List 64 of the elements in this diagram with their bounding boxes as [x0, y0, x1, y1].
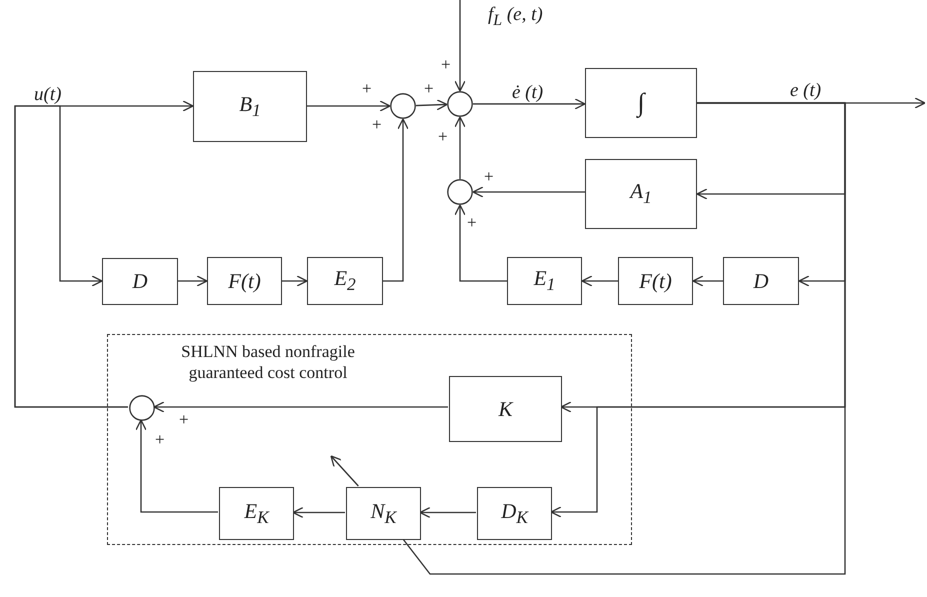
block-label: A$_{1}$ [630, 179, 652, 209]
summing-junction [390, 93, 416, 119]
sign-label: + [438, 128, 448, 145]
arrow [473, 98, 586, 110]
transfer-block [102, 258, 178, 305]
block-label: E$_{2}$ [334, 266, 356, 296]
signal-label: ė (t) [512, 82, 544, 104]
sign-label: + [155, 431, 165, 448]
transfer-block [618, 257, 693, 305]
arrow [14, 105, 128, 408]
arrow [178, 275, 208, 287]
controller-group-frame [107, 334, 632, 545]
arrow [383, 118, 409, 282]
transfer-block [585, 159, 697, 229]
arrow [330, 455, 359, 486]
block-label: N$_{K}$ [370, 498, 396, 528]
arrow [419, 506, 476, 518]
sign-label: + [467, 214, 477, 231]
arrow [581, 275, 618, 287]
sign-label: + [362, 80, 372, 97]
transfer-block [307, 257, 383, 305]
arrow [416, 99, 448, 110]
arrow [292, 506, 345, 518]
block-label: D$_{K}$ [501, 498, 528, 528]
transfer-block [219, 487, 294, 540]
arrow [307, 100, 391, 112]
sign-label: + [484, 168, 494, 185]
block-label: ∫ [637, 88, 645, 118]
transfer-block [477, 487, 552, 540]
arrow [454, 0, 466, 92]
block-label: F(t) [639, 268, 672, 294]
signal-label: u(t) [34, 84, 62, 106]
arrow [454, 116, 466, 179]
transfer-block [193, 71, 307, 142]
arrow [454, 204, 507, 282]
block-label: D [753, 268, 769, 294]
arrow [472, 186, 585, 198]
transfer-block [723, 257, 799, 305]
signal-label: e (t) [790, 80, 822, 102]
arrow [153, 401, 448, 413]
block-label: D [132, 269, 148, 294]
transfer-block [346, 487, 421, 540]
sign-label: + [424, 80, 434, 97]
sign-label: + [441, 56, 451, 73]
transfer-block [585, 68, 697, 138]
transfer-block [449, 376, 562, 442]
block-label: B$_{1}$ [239, 92, 261, 122]
summing-junction [447, 179, 473, 205]
transfer-block [507, 257, 582, 305]
sign-label: + [179, 411, 189, 428]
block-label: F(t) [228, 268, 261, 294]
signal-label: f$_{L}$ (e, t) [488, 4, 543, 30]
summing-junction [447, 91, 473, 117]
summing-junction [129, 395, 155, 421]
sign-label: + [372, 116, 382, 133]
block-label: E$_{K}$ [244, 498, 269, 528]
transfer-block [207, 257, 282, 305]
group-heading: SHLNN based nonfragile guaranteed cost control [180, 341, 356, 383]
block-label: E$_{1}$ [534, 266, 556, 296]
block-label: K [498, 396, 512, 422]
connector-line [402, 102, 846, 575]
arrow [692, 275, 723, 287]
arrow [282, 275, 308, 287]
arrow [135, 419, 218, 513]
